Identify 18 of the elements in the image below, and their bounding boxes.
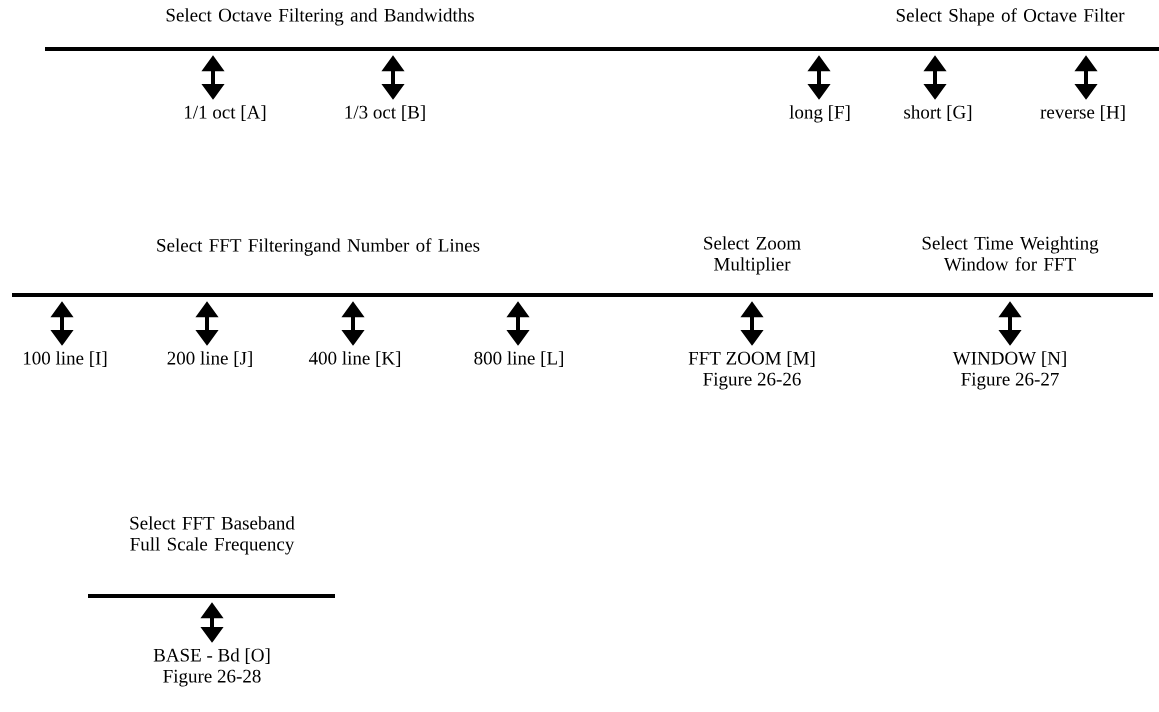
- heading: Select Time Weighting Window for FFT: [922, 236, 1099, 271]
- option-label: FFT ZOOM [M] Figure 26-26: [688, 351, 815, 390]
- option-label: 100 line [I]: [23, 351, 107, 367]
- option-label: 1/3 oct [B]: [345, 105, 425, 121]
- heading: Select FFT Baseband Full Scale Frequency: [130, 516, 295, 555]
- option-label: reverse [H]: [1040, 105, 1125, 121]
- option-label: 400 line [K]: [308, 351, 400, 367]
- option-label: BASE - Bd [O] Figure 26-28: [153, 648, 270, 687]
- heading: Select Octave Filtering and Bandwidths: [166, 8, 474, 26]
- option-label: 800 line [L]: [474, 351, 563, 367]
- option-label: 1/1 oct [A]: [185, 105, 266, 121]
- heading: Select Zoom Multiplier: [704, 236, 801, 275]
- option-label: long [F]: [789, 105, 850, 123]
- option-label: WINDOW [N] Figure 26-27: [952, 351, 1066, 390]
- heading: Select FFT Filteringand Number of Lines: [157, 238, 480, 256]
- heading: Select Shape of Octave Filter: [896, 8, 1125, 26]
- option-label: short [G]: [904, 105, 972, 121]
- option-label: 200 line [J]: [167, 351, 252, 367]
